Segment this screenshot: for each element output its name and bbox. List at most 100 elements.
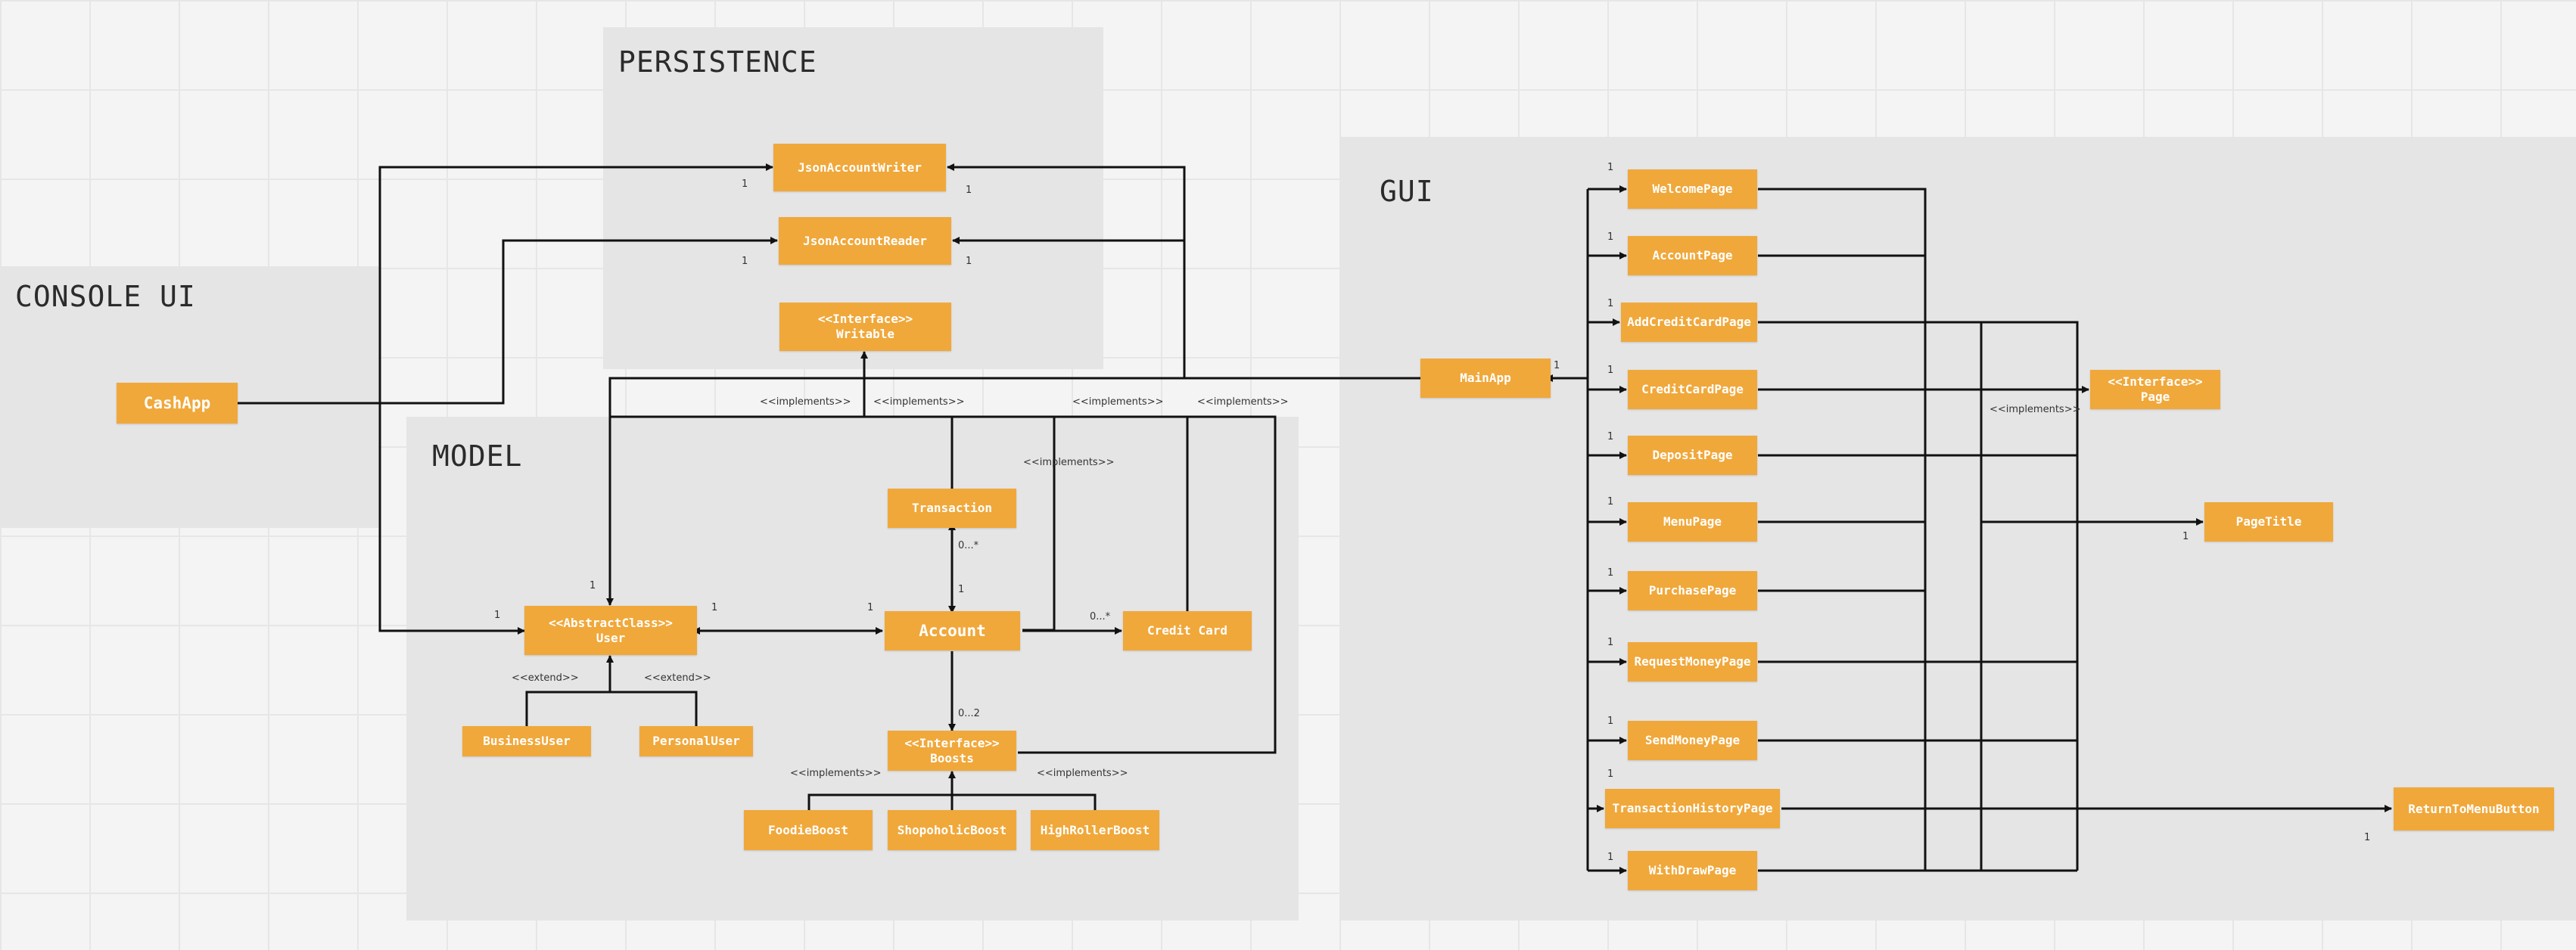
account-class[interactable]: Account: [885, 611, 1020, 650]
menu-page-class[interactable]: MenuPage: [1628, 502, 1757, 542]
deposit-page-label: DepositPage: [1652, 448, 1733, 462]
mult-reader-right: 1: [966, 256, 972, 267]
gui-title: GUI: [1380, 175, 1434, 208]
model-title: MODEL: [432, 439, 523, 473]
implements-label-creditcard: <<implements>>: [1197, 396, 1289, 408]
transaction-history-page-class[interactable]: TransactionHistoryPage: [1605, 789, 1780, 828]
persistence-title: PERSISTENCE: [618, 45, 817, 79]
page-title-class[interactable]: PageTitle: [2204, 502, 2333, 542]
writable-name: Writable: [835, 327, 895, 341]
boosts-name: Boosts: [930, 750, 974, 765]
mult-withdraw: 1: [1607, 852, 1614, 863]
implements-label-account: <<implements>>: [873, 396, 965, 408]
boosts-interface-class[interactable]: <<Interface>> Boosts: [888, 731, 1016, 771]
page-interface-class[interactable]: <<Interface>> Page: [2090, 370, 2220, 409]
personal-user-class[interactable]: PersonalUser: [639, 726, 753, 756]
purchase-page-label: PurchasePage: [1648, 583, 1737, 598]
account-page-class[interactable]: AccountPage: [1628, 236, 1757, 275]
shopoholic-boost-label: ShopoholicBoost: [897, 822, 1007, 837]
mult-account-page: 1: [1607, 231, 1614, 243]
mult-add-credit: 1: [1607, 298, 1614, 309]
writable-stereotype: <<Interface>>: [817, 312, 913, 326]
mult-reader-left: 1: [742, 256, 748, 267]
highroller-boost-label: HighRollerBoost: [1040, 822, 1150, 837]
foodie-boost-label: FoodieBoost: [768, 822, 848, 837]
mult-request: 1: [1607, 637, 1614, 648]
mult-user-left: 1: [494, 610, 501, 621]
implements-label-highroller: <<implements>>: [1037, 768, 1128, 779]
request-money-page-class[interactable]: RequestMoneyPage: [1628, 642, 1757, 681]
json-account-reader-label: JsonAccountReader: [803, 233, 927, 248]
page-title-label: PageTitle: [2235, 514, 2302, 529]
return-to-menu-button-class[interactable]: ReturnToMenuButton: [2394, 787, 2554, 830]
implements-label-transaction: <<implements>>: [1023, 457, 1115, 468]
mult-writer-right: 1: [966, 185, 972, 196]
implements-label-foodie: <<implements>>: [790, 768, 882, 779]
json-account-writer-class[interactable]: JsonAccountWriter: [773, 144, 946, 191]
cashapp-class[interactable]: CashApp: [117, 383, 238, 424]
user-name: User: [596, 630, 626, 645]
mult-account-top: 1: [958, 584, 965, 595]
mult-account-left: 1: [867, 602, 874, 613]
page-interface-name: Page: [2140, 390, 2170, 404]
mult-mainapp: 1: [1554, 360, 1560, 371]
writable-interface-class[interactable]: <<Interface>> Writable: [779, 303, 951, 351]
mult-page-title: 1: [2182, 531, 2189, 542]
business-user-label: BusinessUser: [483, 734, 571, 748]
withdraw-page-label: WithDrawPage: [1648, 863, 1737, 877]
return-to-menu-button-label: ReturnToMenuButton: [2408, 801, 2540, 816]
implements-label-page: <<implements>>: [1990, 404, 2081, 415]
transaction-history-page-label: TransactionHistoryPage: [1612, 801, 1773, 815]
deposit-page-class[interactable]: DepositPage: [1628, 436, 1757, 475]
add-credit-card-page-label: AddCreditCardPage: [1627, 315, 1751, 329]
mult-return-button: 1: [2364, 832, 2371, 843]
request-money-page-label: RequestMoneyPage: [1634, 654, 1751, 669]
mult-boosts: 0...2: [958, 708, 980, 719]
json-account-reader-class[interactable]: JsonAccountReader: [779, 217, 951, 265]
page-interface-stereotype: <<Interface>>: [2108, 374, 2203, 389]
extend-label-personal: <<extend>>: [644, 672, 711, 684]
boosts-stereotype: <<Interface>>: [904, 735, 1000, 750]
implements-label-user: <<implements>>: [760, 396, 851, 408]
credit-card-page-label: CreditCardPage: [1641, 382, 1744, 396]
mult-purchase: 1: [1607, 567, 1614, 579]
highroller-boost-class[interactable]: HighRollerBoost: [1031, 810, 1159, 850]
gui-package: GUI: [1340, 137, 2576, 921]
credit-card-class[interactable]: Credit Card: [1123, 611, 1252, 650]
shopoholic-boost-class[interactable]: ShopoholicBoost: [888, 810, 1016, 850]
menu-page-label: MenuPage: [1663, 514, 1722, 529]
mult-transaction-many: 0...*: [958, 540, 979, 551]
send-money-page-label: SendMoneyPage: [1644, 733, 1741, 747]
mult-user-top: 1: [590, 580, 596, 591]
mult-user-right: 1: [711, 602, 718, 613]
transaction-class[interactable]: Transaction: [888, 489, 1016, 528]
mainapp-label: MainApp: [1460, 371, 1511, 385]
withdraw-page-class[interactable]: WithDrawPage: [1628, 851, 1757, 890]
json-account-writer-label: JsonAccountWriter: [798, 160, 922, 175]
cashapp-label: CashApp: [143, 394, 211, 412]
transaction-label: Transaction: [912, 501, 992, 515]
mainapp-class[interactable]: MainApp: [1420, 359, 1551, 398]
send-money-page-class[interactable]: SendMoneyPage: [1628, 721, 1757, 760]
welcome-page-label: WelcomePage: [1652, 182, 1733, 196]
extend-label-business: <<extend>>: [512, 672, 579, 684]
add-credit-card-page-class[interactable]: AddCreditCardPage: [1621, 303, 1757, 342]
personal-user-label: PersonalUser: [652, 734, 740, 748]
mult-writer-left: 1: [742, 179, 748, 190]
purchase-page-class[interactable]: PurchasePage: [1628, 571, 1757, 610]
console-ui-package: CONSOLE UI: [0, 266, 378, 528]
business-user-class[interactable]: BusinessUser: [462, 726, 591, 756]
mult-history: 1: [1607, 768, 1614, 780]
implements-label-boosts: <<implements>>: [1072, 396, 1164, 408]
account-label: Account: [919, 622, 986, 640]
mult-deposit: 1: [1607, 431, 1614, 442]
mult-menu: 1: [1607, 496, 1614, 508]
mult-credit-page: 1: [1607, 365, 1614, 376]
credit-card-page-class[interactable]: CreditCardPage: [1628, 370, 1757, 409]
mult-welcome: 1: [1607, 162, 1614, 173]
user-abstract-class[interactable]: <<AbstractClass>> User: [524, 606, 697, 655]
account-page-label: AccountPage: [1652, 248, 1733, 262]
foodie-boost-class[interactable]: FoodieBoost: [744, 810, 873, 850]
welcome-page-class[interactable]: WelcomePage: [1628, 169, 1757, 209]
